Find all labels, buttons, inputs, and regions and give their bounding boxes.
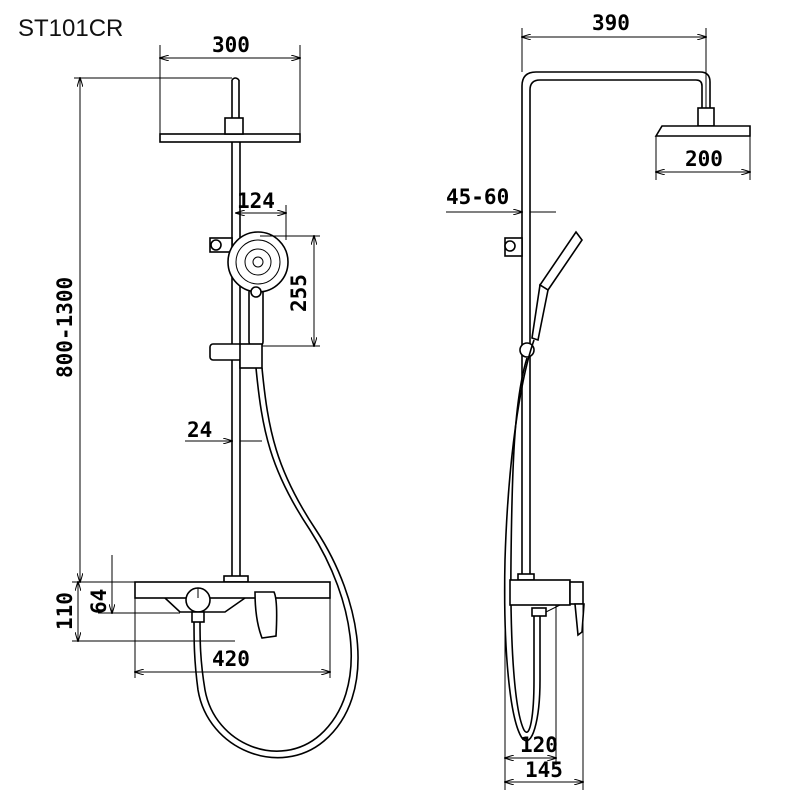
dimension-wall-distance: 45-60 — [446, 185, 556, 212]
dimension-head-size: 200 — [656, 136, 750, 180]
hand-shower-side — [504, 230, 583, 358]
svg-text:120: 120 — [520, 733, 558, 757]
dimension-body-depth: 120 145 — [505, 580, 583, 790]
svg-text:390: 390 — [592, 11, 630, 35]
hand-shower-front — [209, 231, 289, 369]
svg-text:110: 110 — [53, 592, 77, 630]
dimension-handset-height: 255 — [260, 236, 320, 346]
overhead-shower-front — [159, 77, 301, 143]
dimension-height-range: 800-1300 — [53, 78, 232, 582]
overhead-arm-side — [521, 71, 751, 580]
thermostatic-body-side — [509, 573, 585, 637]
svg-text:124: 124 — [237, 189, 275, 213]
side-view: 390 200 45-60 120 145 — [446, 11, 750, 790]
dimension-pipe-diameter: 24 — [185, 418, 262, 442]
dimension-handset-offset: 124 — [236, 189, 286, 240]
hose-front — [199, 367, 353, 752]
dimension-body-height: 110 64 — [53, 555, 235, 641]
svg-text:24: 24 — [187, 418, 212, 442]
svg-text:64: 64 — [87, 589, 111, 614]
svg-text:300: 300 — [212, 33, 250, 57]
svg-text:800-1300: 800-1300 — [53, 277, 77, 378]
svg-text:420: 420 — [212, 647, 250, 671]
dimension-head-width: 300 — [160, 33, 300, 134]
svg-text:200: 200 — [685, 147, 723, 171]
dimension-shelf-width: 420 — [135, 598, 330, 678]
model-title: ST101CR — [18, 15, 123, 42]
dimension-arm-length: 390 — [522, 11, 706, 108]
svg-text:145: 145 — [525, 758, 563, 782]
svg-text:45-60: 45-60 — [446, 185, 509, 209]
front-view: 300 800-1300 124 255 24 110 — [53, 33, 359, 759]
svg-text:255: 255 — [287, 274, 311, 312]
thermostatic-shelf-front — [134, 575, 331, 639]
